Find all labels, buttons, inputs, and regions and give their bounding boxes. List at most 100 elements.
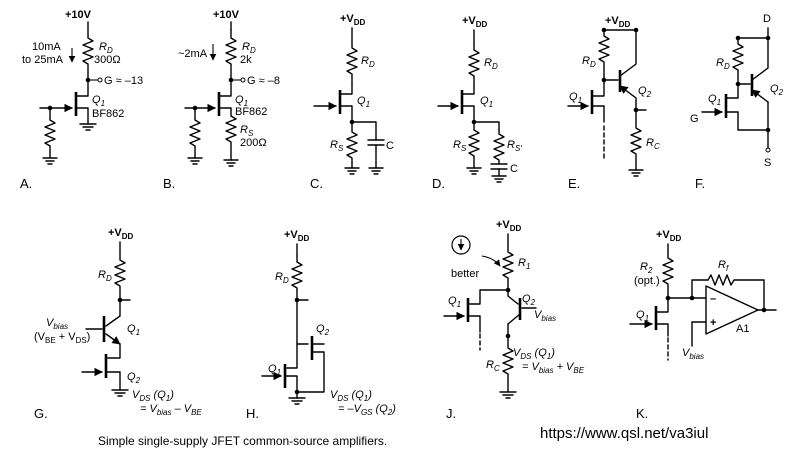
- svg-text:RD: RD: [582, 55, 596, 69]
- svg-text:Q1: Q1: [636, 309, 649, 323]
- svg-text:RC: RC: [646, 137, 660, 151]
- svg-text:RS: RS: [453, 139, 467, 153]
- panel-k-tag: K.: [636, 406, 648, 421]
- panel-d-tag: D.: [432, 176, 445, 191]
- panel-a-part: BF862: [92, 108, 124, 120]
- panel-j-r1-resistor: [502, 245, 514, 291]
- panel-f-tag: F.: [695, 176, 705, 191]
- svg-text:+VDD: +VDD: [462, 15, 488, 29]
- panel-f-circuit: D RD Q2 Q1 G S F.: [690, 13, 784, 191]
- panel-j-rc-resistor: [502, 335, 514, 393]
- panel-j-better: better: [451, 268, 479, 280]
- panel-c-circuit: +VDD RD Q1 RS C C.: [310, 13, 394, 191]
- svg-text:Vbias: Vbias: [534, 309, 556, 323]
- panel-h-circuit: +VDD RD Q2 Q1 VDS (Q1) = –VGS (Q2) H.: [246, 229, 396, 421]
- panel-g-tag: G.: [34, 406, 48, 421]
- svg-text:+VDD: +VDD: [340, 13, 366, 27]
- svg-text:Q2: Q2: [316, 323, 330, 337]
- svg-text:Vbias: Vbias: [46, 317, 68, 331]
- svg-text:RD: RD: [99, 41, 113, 55]
- panel-k-r2-opt: (opt.): [634, 275, 660, 287]
- svg-text:RS: RS: [240, 124, 254, 138]
- svg-text:R2: R2: [640, 261, 653, 275]
- panel-g-circuit: +VDD RD Q1 Vbias (VBE + VDS) Q2 VDS (Q1)…: [34, 227, 202, 421]
- svg-text:RS: RS: [330, 139, 344, 153]
- panel-a-rd-value: 300Ω: [94, 54, 121, 66]
- panel-a-current-1: 10mA: [32, 41, 61, 53]
- panel-a-circuit: +10V RD 300Ω 10mA to 25mA G ≈ –13 Q1 BF8…: [20, 9, 143, 191]
- panel-e-rd-resistor: [598, 29, 610, 81]
- panel-f-g-label: G: [690, 113, 699, 125]
- svg-text:Q2: Q2: [522, 293, 536, 307]
- svg-text:RC: RC: [486, 359, 500, 373]
- svg-text:Q1: Q1: [480, 95, 493, 109]
- panel-f-rd-resistor: [732, 37, 744, 85]
- panel-b-tag: B.: [163, 176, 175, 191]
- panel-h-rd-resistor: [291, 255, 303, 301]
- svg-text:R1: R1: [518, 257, 530, 271]
- panel-f-s-label: S: [764, 157, 771, 169]
- panel-k-circuit: +VDD R2 (opt.) Rf – + A1 Vbias Q1 K.: [629, 229, 777, 421]
- svg-text:= Vbias – VBE: = Vbias – VBE: [140, 403, 202, 417]
- panel-d-rs-resistor: [468, 121, 480, 169]
- svg-text:+VDD: +VDD: [656, 229, 682, 243]
- panel-k-plus: +: [710, 317, 716, 329]
- panel-k-a1: A1: [736, 323, 749, 335]
- svg-text:Q1: Q1: [569, 91, 582, 105]
- svg-text:RD: RD: [98, 269, 112, 283]
- svg-text:+VDD: +VDD: [605, 15, 631, 29]
- svg-text:RD: RD: [716, 57, 730, 71]
- panel-c-capacitor: [367, 139, 385, 146]
- svg-text:(VBE + VDS): (VBE + VDS): [34, 331, 90, 345]
- svg-text:VDS (Q1): VDS (Q1): [132, 389, 174, 403]
- panel-c-tag: C.: [310, 176, 323, 191]
- panel-f-d-label: D: [763, 13, 771, 25]
- panel-e-circuit: +VDD RD Q2 Q1 RC E.: [567, 15, 660, 191]
- panel-e-tag: E.: [568, 176, 580, 191]
- svg-text:Q1: Q1: [708, 93, 721, 107]
- panel-c-c-label: C: [386, 140, 394, 152]
- svg-text:= –VGS (Q2): = –VGS (Q2): [338, 403, 396, 417]
- svg-text:RD: RD: [242, 41, 256, 55]
- panel-c-rd-resistor: [346, 41, 358, 85]
- panel-b-gain: G ≈ –8: [247, 75, 280, 87]
- panel-g-rd-resistor: [114, 253, 126, 301]
- svg-text:RS′: RS′: [507, 139, 522, 153]
- svg-text:+VDD: +VDD: [496, 219, 522, 233]
- svg-text:Q1: Q1: [268, 363, 281, 377]
- panel-e-rc-resistor: [630, 109, 642, 171]
- panel-d-c-label: C: [510, 163, 518, 175]
- svg-text:Q1: Q1: [448, 295, 461, 309]
- svg-text:RD: RD: [361, 55, 375, 69]
- panel-a-supply: +10V: [65, 9, 92, 21]
- panel-b-rd-value: 2k: [240, 54, 252, 66]
- svg-text:RD: RD: [484, 57, 498, 71]
- svg-text:Q1: Q1: [127, 323, 140, 337]
- panel-b-rd-resistor: [225, 29, 237, 81]
- source-url[interactable]: https://www.qsl.net/va3iul: [540, 425, 708, 442]
- panel-k-minus: –: [710, 293, 716, 305]
- svg-text:+VDD: +VDD: [108, 227, 134, 241]
- panel-d-capacitor: [490, 163, 508, 170]
- svg-text:Q1: Q1: [357, 95, 370, 109]
- svg-text:Q2: Q2: [770, 83, 784, 97]
- svg-text:Vbias: Vbias: [682, 347, 704, 361]
- svg-text:RD: RD: [275, 271, 289, 285]
- svg-text:+VDD: +VDD: [284, 229, 310, 243]
- svg-text:Q2: Q2: [638, 85, 652, 99]
- panel-k-opamp: [705, 285, 759, 335]
- svg-text:Rf: Rf: [718, 259, 729, 273]
- panel-c-rs-resistor: [346, 121, 358, 169]
- svg-text:= Vbias + VBE: = Vbias + VBE: [522, 361, 585, 375]
- panel-b-supply: +10V: [213, 9, 240, 21]
- panel-a-rd-resistor: [82, 29, 94, 81]
- panel-a-gain: G ≈ –13: [104, 75, 143, 87]
- svg-text:Q2: Q2: [127, 371, 141, 385]
- panel-b-current: ~2mA: [178, 48, 208, 60]
- svg-text:VDS (Q1): VDS (Q1): [513, 347, 555, 361]
- svg-text:VDS (Q1): VDS (Q1): [330, 389, 372, 403]
- panel-a-current-2: to 25mA: [22, 54, 64, 66]
- panel-k-rf-resistor: [707, 274, 765, 311]
- panel-j-current-source-icon: [451, 235, 471, 255]
